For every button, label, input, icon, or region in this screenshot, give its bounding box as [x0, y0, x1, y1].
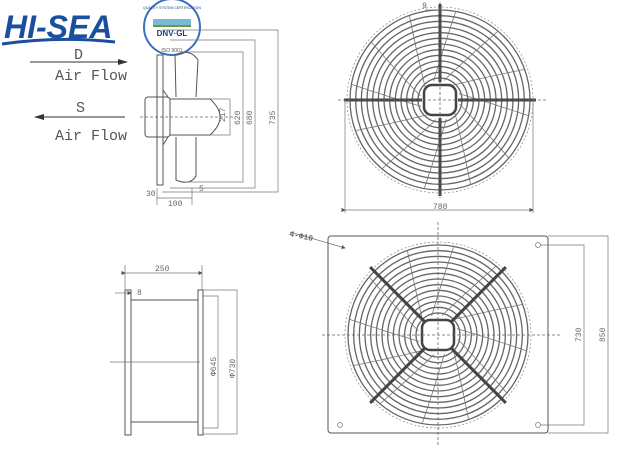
flow-s-label: S — [76, 100, 85, 117]
guard-strut — [449, 266, 507, 324]
dim-730-plate: 730 — [575, 327, 584, 342]
airflow-s: S Air Flow — [34, 100, 127, 145]
dim-850: 850 — [599, 327, 608, 342]
dim-5: 5 — [199, 185, 204, 194]
dnv-gl-seal: DNV·GL ISO 9001 QUALITY SYSTEM CERTIFICA… — [143, 0, 201, 56]
dim-645: Φ645 — [210, 357, 219, 376]
guard-wire — [431, 246, 455, 317]
guard-strut — [449, 346, 507, 404]
guard-wire — [381, 119, 437, 170]
flow-d-text: Air Flow — [55, 68, 127, 85]
guard-wire — [457, 338, 508, 394]
seal-ring-text: QUALITY SYSTEM CERTIFICATION — [143, 6, 201, 10]
guard-wire — [351, 83, 422, 107]
guard-wire — [421, 353, 445, 424]
guard-wire — [454, 113, 472, 185]
dim-730: Φ730 — [229, 359, 238, 378]
dim-217: 217 — [219, 107, 228, 122]
guard-wire — [451, 303, 523, 321]
dim-620: 620 — [234, 110, 243, 125]
dim-780: 780 — [433, 203, 448, 212]
dim-100: 100 — [168, 200, 183, 209]
guard-wire — [370, 41, 421, 97]
guard-wire — [355, 114, 427, 132]
side-view: 217 620 680 735 100 5 30 — [140, 29, 279, 209]
guard-wire — [349, 318, 420, 342]
guard-wire — [458, 93, 529, 117]
flow-d-label: D — [74, 47, 83, 64]
guard-wire — [353, 349, 425, 367]
guard-wire — [408, 15, 426, 87]
guard-wire — [452, 348, 470, 420]
dim-8: 8 — [137, 289, 142, 298]
section-view: 250 8 Φ645 Φ730 — [110, 265, 238, 436]
dim-735: 735 — [269, 110, 278, 125]
guard-wire — [443, 30, 499, 81]
guard-wire — [423, 118, 447, 189]
guard-wire — [459, 103, 510, 159]
guard-strut — [369, 346, 427, 404]
dim-9: 9 — [422, 2, 427, 11]
guard-wire — [453, 68, 525, 86]
guard-wire — [406, 250, 424, 322]
dim-680: 680 — [246, 110, 255, 125]
guard-strut — [369, 266, 427, 324]
guard-wire — [433, 11, 457, 82]
dim-30: 30 — [146, 190, 156, 199]
guard-wire — [379, 354, 435, 405]
flow-s-text: Air Flow — [55, 128, 127, 145]
guard-wire — [441, 265, 497, 316]
seal-text: DNV·GL — [157, 29, 188, 38]
airflow-d: D Air Flow — [30, 47, 128, 85]
dim-250: 250 — [155, 265, 170, 274]
hi-sea-logo: HI-SEA — [1, 9, 116, 46]
guard-wire — [368, 276, 419, 332]
seal-iso: ISO 9001 — [161, 48, 182, 54]
guard-wire — [456, 328, 527, 352]
front-dims: 780 9 — [338, 2, 548, 213]
dim-4-holes: 4-Φ10 — [288, 230, 314, 244]
